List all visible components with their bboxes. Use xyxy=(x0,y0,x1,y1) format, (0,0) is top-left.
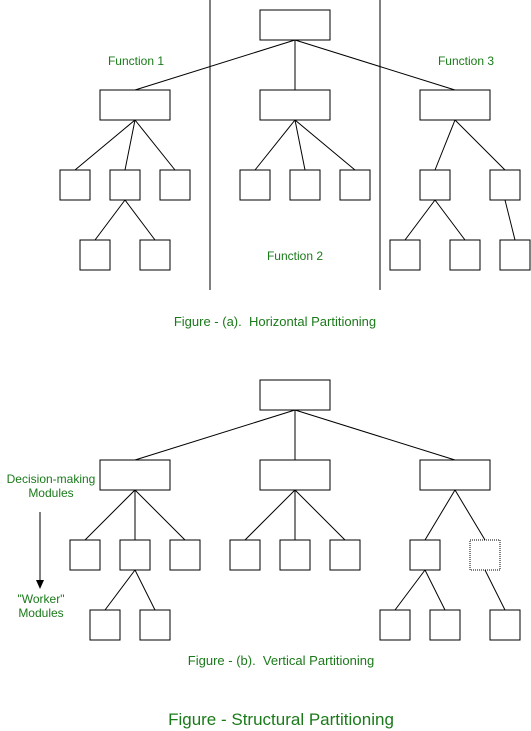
function-1-module-box xyxy=(99,89,171,121)
worker-module-box xyxy=(119,539,151,571)
function-3-module-box xyxy=(419,89,491,121)
leaf-module-box xyxy=(489,169,521,201)
worker-module-box xyxy=(89,609,121,641)
figure-b-caption: Figure - (b). Vertical Partitioning xyxy=(188,653,374,668)
decision-making-module-box xyxy=(419,459,491,491)
decision-making-label-line2: Modules xyxy=(28,486,73,500)
function-1-label: Function 1 xyxy=(108,54,164,68)
root-module-box xyxy=(259,379,331,411)
leaf-module-box xyxy=(289,169,321,201)
function-2-module-box xyxy=(259,89,331,121)
root-module-box xyxy=(259,9,331,41)
down-arrow-icon xyxy=(36,512,44,589)
worker-module-box xyxy=(329,539,361,571)
figure-a-caption: Figure - (a). Horizontal Partitioning xyxy=(174,314,376,329)
decision-making-module-box xyxy=(259,459,331,491)
leaf-module-box xyxy=(499,239,531,271)
worker-module-box xyxy=(469,539,501,571)
function-3-label: Function 3 xyxy=(438,54,494,68)
connector-lines-a xyxy=(74,39,516,241)
leaf-module-box xyxy=(419,169,451,201)
leaf-module-box xyxy=(59,169,91,201)
worker-module-box xyxy=(139,609,171,641)
decision-making-module-box xyxy=(99,459,171,491)
horizontal-partitioning-figure: Function 1 Function 2 Function 3 Figure … xyxy=(59,0,531,329)
worker-module-box xyxy=(279,539,311,571)
leaf-module-box xyxy=(109,169,141,201)
leaf-module-box xyxy=(159,169,191,201)
decision-making-label-line1: Decision-making xyxy=(7,472,96,486)
worker-module-box xyxy=(489,609,521,641)
worker-module-box xyxy=(429,609,461,641)
connector-lines-b xyxy=(84,409,506,611)
leaf-module-box xyxy=(389,239,421,271)
worker-module-box xyxy=(409,539,441,571)
worker-module-box xyxy=(69,539,101,571)
leaf-module-box xyxy=(79,239,111,271)
leaf-module-box xyxy=(139,239,171,271)
leaf-module-box xyxy=(339,169,371,201)
leaf-module-box xyxy=(449,239,481,271)
worker-module-box xyxy=(379,609,411,641)
worker-label-line2: Modules xyxy=(18,606,63,620)
leaf-module-box xyxy=(239,169,271,201)
worker-label-line1: "Worker" xyxy=(18,592,65,606)
worker-module-box xyxy=(229,539,261,571)
worker-module-box xyxy=(169,539,201,571)
main-caption: Figure - Structural Partitioning xyxy=(168,710,394,729)
vertical-partitioning-figure: Decision-making Modules "Worker" Modules… xyxy=(7,379,521,668)
function-2-label: Function 2 xyxy=(267,249,323,263)
